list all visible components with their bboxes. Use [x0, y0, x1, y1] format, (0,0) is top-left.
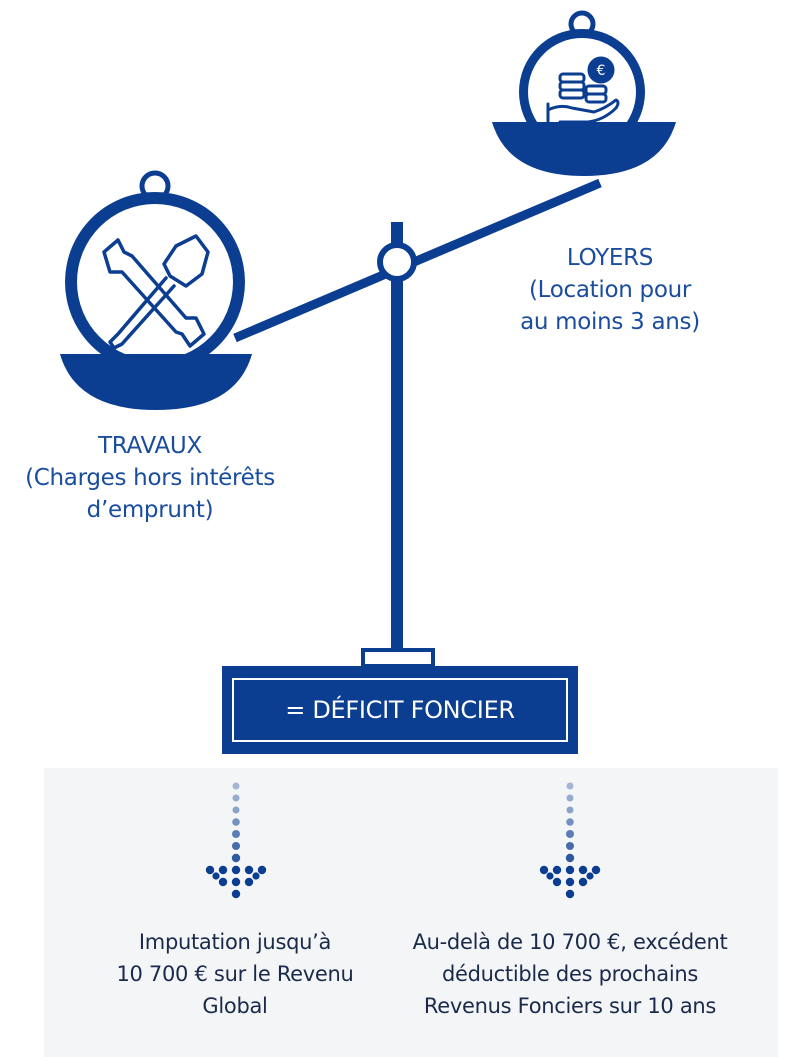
outcome-right-line: Au-delà de 10 700 €, excédent: [412, 930, 728, 954]
arrow-dot: [231, 853, 241, 863]
arrow-dot: [586, 872, 594, 880]
arrow-dot: [244, 877, 254, 887]
arrow-dot: [565, 865, 575, 875]
arrow-dot: [578, 865, 588, 875]
pan-bowl-right: [492, 122, 676, 176]
arrow-dot: [232, 830, 240, 838]
arrow-dot: [565, 877, 575, 887]
outcome-left: Imputation jusqu’à 10 700 € sur le Reven…: [90, 926, 380, 1022]
scale-pole: [391, 222, 403, 652]
dotted-arrow-left: [205, 782, 267, 899]
deficit-foncier-inner: = DÉFICIT FONCIER: [232, 678, 568, 742]
label-loyers-line: LOYERS: [566, 245, 654, 271]
dotted-arrow-right: [539, 782, 601, 899]
outcome-right: Au-delà de 10 700 €, excédent déductible…: [380, 926, 760, 1022]
label-travaux-line: TRAVAUX: [98, 433, 202, 459]
arrow-dot: [578, 877, 588, 887]
arrow-dot: [565, 889, 575, 899]
pan-travaux: [60, 170, 252, 410]
label-travaux: TRAVAUX (Charges hors intérêts d’emprunt…: [0, 430, 300, 526]
label-loyers-line: (Location pour: [528, 277, 692, 303]
arrow-dot: [566, 794, 574, 802]
arrow-dot: [566, 782, 574, 790]
arrow-dot: [566, 818, 574, 826]
arrow-dot: [231, 877, 241, 887]
arrow-dot: [218, 877, 228, 887]
arrow-dot: [232, 842, 240, 850]
arrow-dot: [244, 865, 254, 875]
outcome-right-line: déductible des prochains: [441, 962, 699, 986]
arrow-dot: [566, 830, 574, 838]
scale-beam: [233, 178, 602, 343]
tools-icon: [102, 234, 210, 350]
arrow-dot: [205, 865, 215, 875]
label-loyers: LOYERS (Location pour au moins 3 ans): [470, 242, 750, 338]
arrow-dot: [232, 794, 240, 802]
money-hand-icon: [546, 56, 620, 124]
euro-symbol: €: [597, 63, 606, 79]
arrow-dot: [218, 865, 228, 875]
label-travaux-line: (Charges hors intérêts: [25, 465, 275, 491]
arrow-dot: [539, 865, 549, 875]
outcome-left-line: Imputation jusqu’à: [138, 930, 332, 954]
scale-base-cap: [361, 648, 435, 668]
scale-pivot: [377, 242, 417, 282]
arrow-dot: [552, 877, 562, 887]
arrow-dot: [232, 818, 240, 826]
arrow-dot: [231, 865, 241, 875]
arrow-dot: [212, 872, 220, 880]
arrow-dot: [566, 842, 574, 850]
pan-bowl-left: [60, 354, 252, 410]
arrow-dot: [546, 872, 554, 880]
deficit-foncier-label: = DÉFICIT FONCIER: [285, 696, 515, 724]
deficit-foncier-box: = DÉFICIT FONCIER: [222, 666, 578, 754]
label-loyers-line: au moins 3 ans): [520, 309, 700, 335]
arrow-dot: [232, 806, 240, 814]
result-panel: [44, 768, 778, 1057]
arrow-dot: [257, 865, 267, 875]
arrow-dot: [591, 865, 601, 875]
outcome-left-line: Global: [202, 994, 268, 1018]
label-travaux-line: d’emprunt): [86, 497, 214, 523]
arrow-dot: [552, 865, 562, 875]
arrow-dot: [232, 782, 240, 790]
arrow-dot: [566, 806, 574, 814]
arrow-dot: [565, 853, 575, 863]
arrow-dot: [252, 872, 260, 880]
outcome-left-line: 10 700 € sur le Revenu: [116, 962, 354, 986]
outcome-right-line: Revenus Fonciers sur 10 ans: [423, 994, 717, 1018]
pan-loyers: €: [492, 10, 676, 176]
arrow-dot: [231, 889, 241, 899]
